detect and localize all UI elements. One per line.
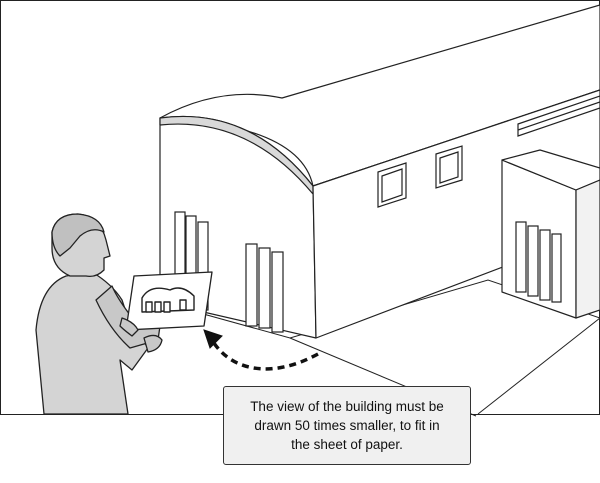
caption-line-2: drawn 50 times smaller, to fit in: [254, 418, 440, 433]
paper-building-sketch: [141, 287, 195, 313]
person: [35, 213, 213, 415]
building-wing-side: [575, 179, 600, 319]
caption: The view of the building must be drawn 5…: [250, 397, 444, 454]
person-hair: [51, 213, 105, 257]
caption-line-3: the sheet of paper.: [291, 437, 403, 452]
caption-line-1: The view of the building must be: [250, 399, 444, 414]
building-wing-roof: [501, 149, 600, 191]
dashed-curved-arrow-icon: [203, 329, 319, 371]
caption-box: The view of the building must be drawn 5…: [223, 386, 471, 465]
building-side-wall: [312, 89, 600, 339]
person-hand-front: [143, 334, 163, 353]
person-hand: [119, 317, 139, 337]
building: [159, 4, 600, 339]
windows: [174, 95, 600, 333]
